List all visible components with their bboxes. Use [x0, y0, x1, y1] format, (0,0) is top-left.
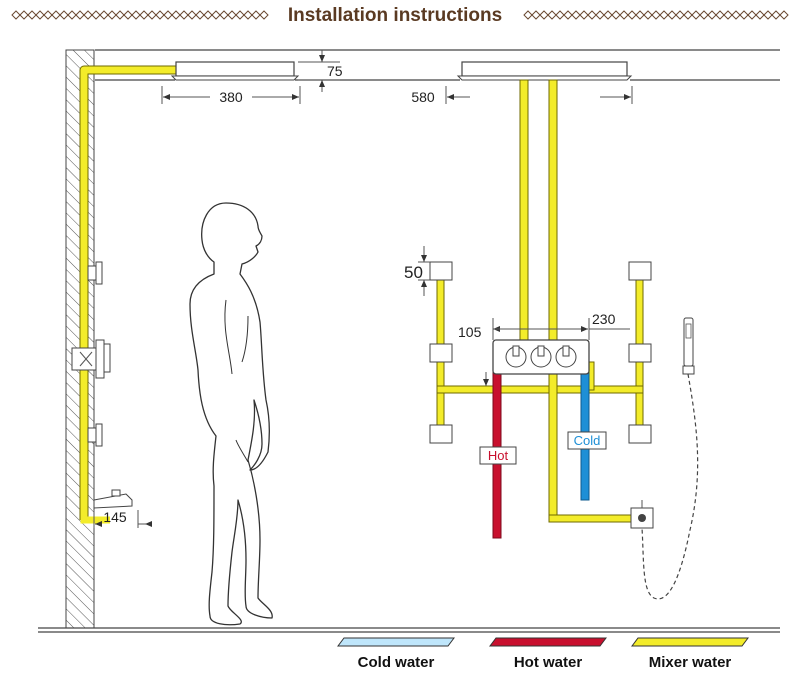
body-jet-top-left — [429, 261, 453, 281]
dimension-wall-distance: 145 — [93, 509, 152, 528]
legend-label: Hot water — [514, 654, 583, 671]
dim-jet-height-value: 50 — [404, 263, 423, 282]
dimension-head-height: 75 — [298, 50, 343, 92]
lower-wall-valve — [87, 423, 103, 447]
hot-label-tag: Hot — [479, 446, 517, 465]
dimension-jet-height: 50 — [404, 246, 430, 296]
left-zigzag-ornament — [11, 10, 269, 20]
dim-head-height-value: 75 — [327, 63, 343, 79]
body-jet-top-right — [628, 261, 652, 281]
legend-label: Cold water — [358, 654, 435, 671]
dimension-right-head-width: 580 — [411, 86, 633, 105]
dim-wall-distance-value: 145 — [103, 509, 127, 525]
dim-valve-right-value: 230 — [592, 311, 616, 327]
wall-mixer-pipe — [80, 66, 176, 520]
hand-shower-handset — [682, 317, 695, 375]
right-zigzag-ornament — [523, 10, 789, 20]
legend: Cold water Hot water Mixer water — [337, 637, 749, 671]
wall-spout — [93, 489, 133, 509]
dimension-valve-offsets: 105 230 — [458, 311, 630, 386]
legend-swatch — [631, 637, 749, 647]
upper-wall-valve — [87, 261, 103, 285]
dim-left-head-width-value: 380 — [219, 89, 243, 105]
cold-label-tag: Cold — [567, 431, 607, 450]
right-rain-shower-head — [456, 61, 633, 81]
legend-swatch — [337, 637, 455, 647]
dim-right-head-width-value: 580 — [411, 89, 435, 105]
hand-shower-hose — [641, 373, 699, 600]
legend-label: Mixer water — [649, 654, 732, 671]
left-rain-shower-head — [170, 61, 300, 81]
page-title: Installation instructions — [288, 5, 502, 26]
wall-mixer-pipe-outline — [79, 65, 176, 520]
thermostatic-valve — [492, 339, 590, 375]
body-jet-mid-right — [628, 343, 652, 363]
dimension-left-head-width: 380 — [161, 86, 301, 105]
ceiling-supply-pipe-2 — [548, 79, 558, 343]
wall-pipe-bottom — [80, 505, 110, 524]
svg-text:Hot: Hot — [488, 448, 509, 463]
ceiling-supply-pipe-1 — [519, 79, 529, 343]
human-figure — [189, 202, 273, 626]
body-jet-bottom-left — [429, 424, 453, 444]
svg-text:Cold: Cold — [574, 433, 601, 448]
body-jet-mid-left — [429, 343, 453, 363]
body-jet-pipe-frame — [436, 269, 644, 523]
hand-shower-outlet — [630, 500, 654, 529]
wall-diverter-valve — [71, 339, 111, 379]
body-jet-bottom-right — [628, 424, 652, 444]
legend-swatch — [489, 637, 607, 647]
dim-valve-left-value: 105 — [458, 324, 482, 340]
title-bar: Installation instructions — [11, 5, 789, 26]
